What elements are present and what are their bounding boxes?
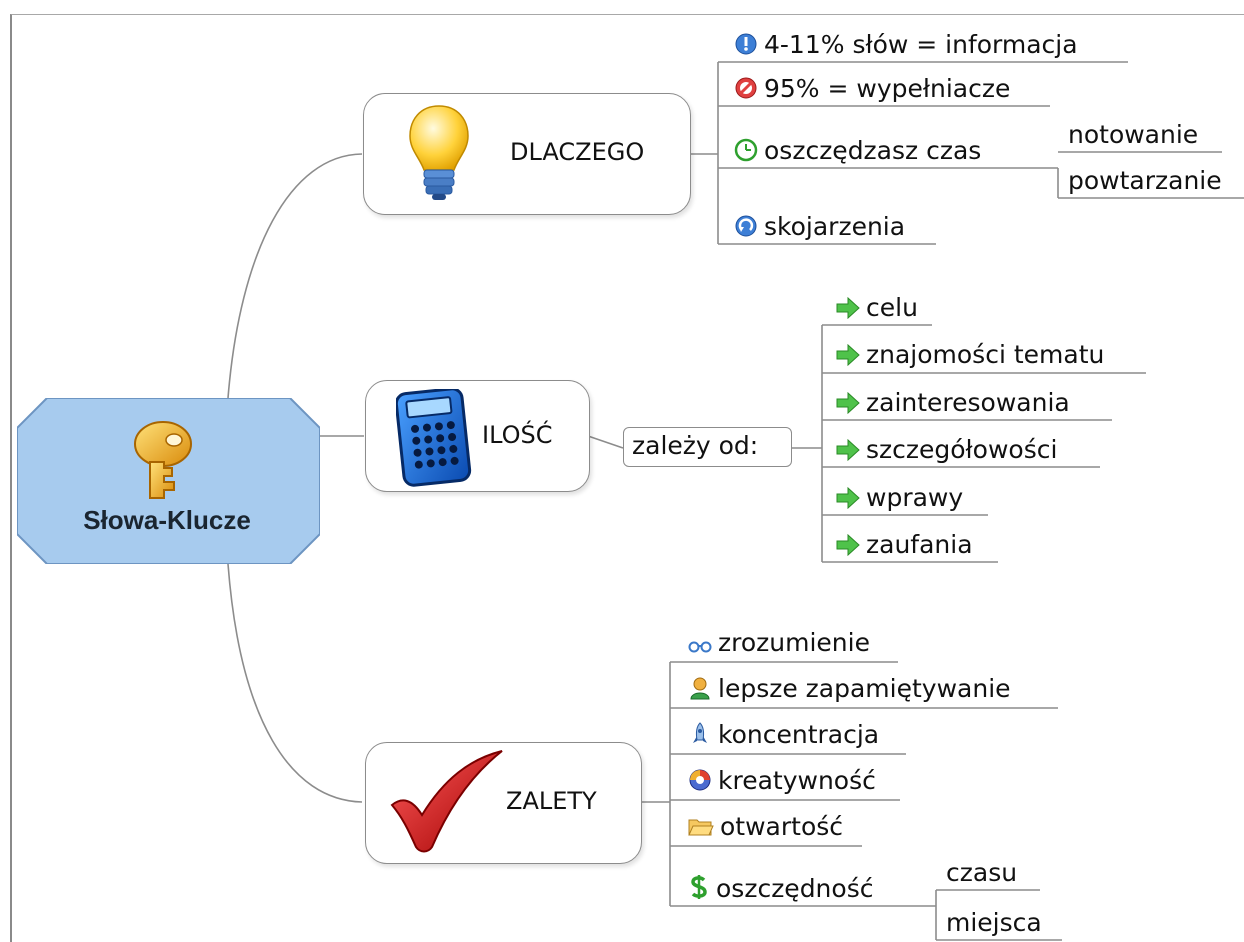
folder-icon — [688, 819, 714, 836]
arrow-right-icon — [836, 344, 860, 366]
branch-ilosc[interactable]: ILOŚĆ — [365, 380, 590, 492]
arrow-right-icon — [836, 439, 860, 461]
factor-label: zaufania — [866, 530, 973, 559]
subtopic-czasu[interactable]: czasu — [946, 858, 1017, 888]
arrow-right-icon — [836, 392, 860, 414]
topic-label: 4-11% słów = informacja — [764, 30, 1078, 59]
factor-practice[interactable]: wprawy — [836, 483, 963, 513]
topic-depends-on[interactable]: zależy od: — [623, 427, 792, 467]
topic-label: skojarzenia — [764, 212, 906, 241]
topic-associations[interactable]: skojarzenia — [734, 212, 905, 242]
refresh-icon — [735, 215, 757, 237]
subtopic-label: notowanie — [1068, 120, 1199, 149]
factor-celu[interactable]: celu — [836, 293, 918, 323]
connector-dlaczego — [227, 153, 363, 399]
topic-label: oszczędzasz czas — [764, 136, 982, 165]
lightbulb-icon — [409, 105, 469, 200]
benefit-label: otwartość — [720, 812, 844, 841]
arrow-right-icon — [836, 487, 860, 509]
arrow-right-icon — [836, 297, 860, 319]
factor-label: wprawy — [866, 483, 964, 512]
branch-label-ilosc: ILOŚĆ — [482, 421, 553, 449]
subtopic-miejsca[interactable]: miejsca — [946, 908, 1042, 938]
canvas-frame — [10, 14, 1244, 942]
key-icon — [134, 421, 192, 499]
topic-label: 95% = wypełniacze — [764, 74, 1011, 103]
topic-info[interactable]: 4-11% słów = informacja — [734, 30, 1078, 60]
branch-label-zalety: ZALETY — [506, 787, 597, 815]
branch-dlaczego[interactable]: DLACZEGO — [363, 93, 691, 215]
info-icon — [735, 33, 757, 55]
benefit-label: lepsze zapamiętywanie — [718, 674, 1011, 703]
calculator-icon — [396, 389, 472, 487]
benefit-label: oszczędność — [716, 874, 874, 903]
factor-label: celu — [866, 293, 918, 322]
factor-topic-knowledge[interactable]: znajomości tematu — [836, 340, 1104, 370]
factor-label: znajomości tematu — [866, 340, 1105, 369]
topic-save-time[interactable]: oszczędzasz czas — [734, 136, 981, 166]
benefit-label: zrozumienie — [718, 628, 870, 657]
subtopic-label: czasu — [946, 858, 1018, 887]
subtopic-label: miejsca — [946, 908, 1042, 937]
benefit-openness[interactable]: otwartość — [688, 812, 843, 842]
factor-trust[interactable]: zaufania — [836, 530, 973, 560]
clock-icon — [734, 138, 758, 162]
factor-interest[interactable]: zainteresowania — [836, 388, 1070, 418]
prohibited-icon — [735, 77, 757, 99]
benefit-label: koncentracja — [718, 720, 880, 749]
benefit-understanding[interactable]: zrozumienie — [688, 628, 870, 658]
factor-detail[interactable]: szczegółowości — [836, 435, 1057, 465]
subtopic-label: powtarzanie — [1068, 166, 1222, 195]
central-label: Słowa-Klucze — [83, 505, 251, 535]
topic-label: zależy od: — [632, 431, 759, 460]
arrow-right-icon — [836, 534, 860, 556]
benefit-label: kreatywność — [718, 766, 876, 795]
connector-zalety — [227, 563, 363, 803]
dollar-icon — [691, 875, 707, 899]
benefit-savings[interactable]: oszczędność — [688, 874, 873, 904]
person-icon — [690, 677, 710, 700]
checkmark-icon — [390, 750, 503, 853]
branch-zalety[interactable]: ZALETY — [365, 742, 642, 864]
factor-label: szczegółowości — [866, 435, 1058, 464]
rocket-icon — [693, 722, 707, 743]
branch-label-dlaczego: DLACZEGO — [510, 138, 645, 166]
subtopic-notowanie[interactable]: notowanie — [1068, 120, 1198, 150]
benefit-creativity[interactable]: kreatywność — [688, 766, 876, 796]
factor-label: zainteresowania — [866, 388, 1070, 417]
benefit-concentration[interactable]: koncentracja — [688, 720, 879, 750]
glasses-icon — [688, 641, 712, 653]
subtopic-powtarzanie[interactable]: powtarzanie — [1068, 166, 1222, 196]
benefit-memory[interactable]: lepsze zapamiętywanie — [688, 674, 1011, 704]
palette-icon — [689, 769, 711, 791]
topic-fillers[interactable]: 95% = wypełniacze — [734, 74, 1010, 104]
